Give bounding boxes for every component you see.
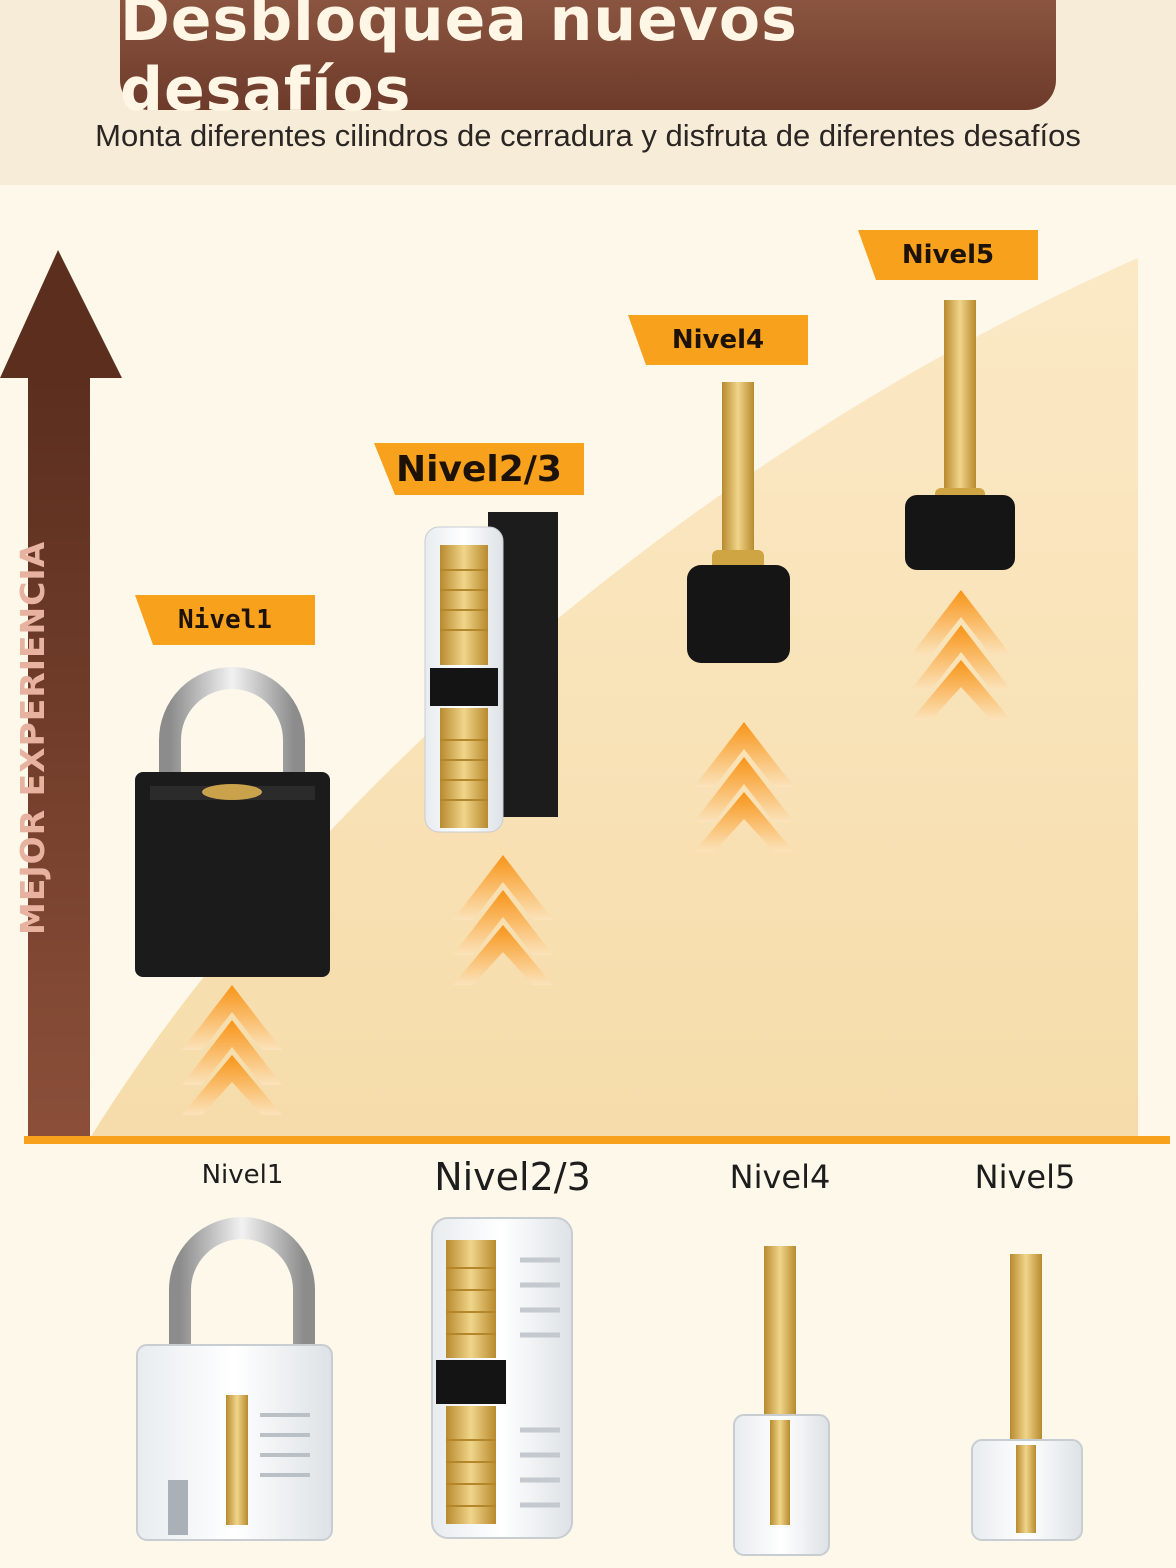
up-arrows-icon-4	[911, 590, 1011, 720]
page-subtitle: Monta diferentes cilindros de cerradura …	[95, 118, 1081, 153]
baseline-divider	[24, 1136, 1170, 1144]
axis-label: MEJOR EXPERIENCIA	[13, 540, 52, 935]
axis-arrow-icon	[0, 250, 122, 1138]
clear-padlock-icon	[136, 1217, 333, 1541]
progress-wedge	[90, 258, 1138, 1138]
bottom-label-level-5: Nivel5	[974, 1158, 1076, 1196]
clear-practice-plug-icon-1	[733, 1246, 830, 1556]
practice-plug-black-icon-2	[905, 300, 1015, 570]
level-ribbon-4: Nivel4	[628, 315, 808, 365]
clear-practice-plug-icon-2	[971, 1254, 1083, 1541]
up-arrows-icon-1	[182, 985, 282, 1115]
practice-plug-black-icon-1	[687, 382, 790, 663]
up-arrows-icon-2	[453, 855, 553, 985]
bottom-label-level-4: Nivel4	[729, 1158, 831, 1196]
bottom-label-level-2-3: Nivel2/3	[434, 1155, 591, 1199]
level-ribbon-2-3: Nivel2/3	[374, 443, 584, 495]
level-ribbon-5: Nivel5	[858, 230, 1038, 280]
clear-cylinder-lock-icon	[431, 1217, 573, 1539]
title-banner: Desbloquea nuevos desafíos	[120, 0, 1056, 125]
bottom-label-level-1: Nivel1	[201, 1160, 284, 1190]
cylinder-lock-black-icon	[424, 512, 558, 833]
page-title: Desbloquea nuevos desafíos	[120, 0, 798, 125]
up-arrows-icon-3	[694, 722, 794, 852]
black-padlock-icon	[135, 667, 330, 977]
header: Desbloquea nuevos desafíos Monta diferen…	[0, 0, 1176, 185]
level-ribbon-1: Nivel1	[135, 595, 315, 645]
